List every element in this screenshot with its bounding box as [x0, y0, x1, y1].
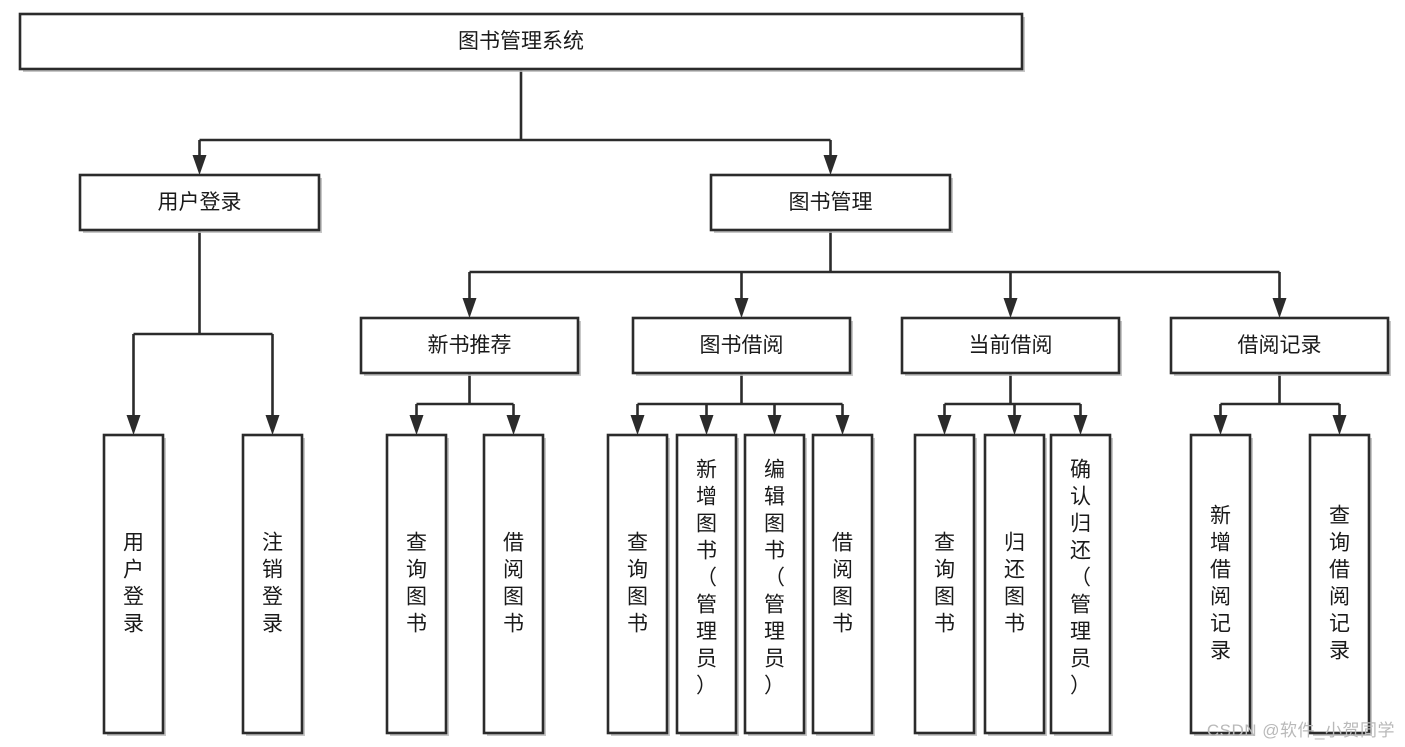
- arrow-head: [409, 415, 424, 435]
- node-leaf-query-book-current[interactable]: 查询图书: [913, 433, 977, 736]
- arrow-head: [192, 155, 207, 175]
- node-leaf-query-book-rec[interactable]: 查询图书: [385, 433, 449, 736]
- node-box[interactable]: [78, 173, 321, 232]
- node-box[interactable]: [743, 433, 806, 735]
- node-box[interactable]: [1308, 433, 1371, 735]
- node-book-manage[interactable]: 图书管理: [709, 173, 953, 233]
- node-leaf-user-login[interactable]: 用户登录: [102, 433, 166, 736]
- arrow-head: [1332, 415, 1347, 435]
- node-leaf-query-book-borrow[interactable]: 查询图书: [606, 433, 670, 736]
- node-box[interactable]: [1189, 433, 1252, 735]
- node-label: 图书管理: [789, 191, 873, 214]
- node-label: 当前借阅: [969, 334, 1053, 357]
- node-leaf-borrow-book-rec[interactable]: 借阅图书: [482, 433, 546, 736]
- node-label: 查询图书: [627, 531, 648, 635]
- node-root[interactable]: 图书管理系统: [18, 12, 1025, 72]
- node-label: 借阅图书: [832, 531, 853, 635]
- node-leaf-confirm-return[interactable]: 确认归还（管理员）: [1049, 433, 1113, 736]
- node-label: 确认归还（管理员）: [1070, 458, 1091, 697]
- node-label: 图书借阅: [700, 334, 784, 357]
- arrow-head: [937, 415, 952, 435]
- node-box[interactable]: [811, 433, 874, 735]
- node-label: 查询借阅记录: [1329, 504, 1350, 662]
- node-box[interactable]: [241, 433, 304, 735]
- node-box[interactable]: [482, 433, 545, 735]
- arrow-head: [506, 415, 521, 435]
- connector-book-manage-to-level3: [462, 230, 1287, 318]
- node-leaf-logout[interactable]: 注销登录: [241, 433, 305, 736]
- node-box[interactable]: [18, 12, 1024, 71]
- arrow-head: [767, 415, 782, 435]
- arrow-head: [1007, 415, 1022, 435]
- node-current-borrow[interactable]: 当前借阅: [900, 316, 1122, 376]
- node-label: 借阅记录: [1238, 334, 1322, 357]
- node-box[interactable]: [900, 316, 1121, 375]
- node-box[interactable]: [631, 316, 852, 375]
- node-label: 借阅图书: [503, 531, 524, 635]
- node-box[interactable]: [359, 316, 580, 375]
- arrow-head: [1073, 415, 1088, 435]
- connector-book-borrow-to-leaves: [630, 373, 850, 435]
- node-new-book-recommend[interactable]: 新书推荐: [359, 316, 581, 376]
- node-label: 新书推荐: [428, 334, 512, 357]
- node-box[interactable]: [606, 433, 669, 735]
- node-box[interactable]: [675, 433, 738, 735]
- node-user-login[interactable]: 用户登录: [78, 173, 322, 233]
- node-label: 查询图书: [406, 531, 427, 635]
- node-label: 用户登录: [123, 531, 144, 635]
- node-leaf-add-borrow-record[interactable]: 新增借阅记录: [1189, 433, 1253, 736]
- arrow-head: [126, 415, 141, 435]
- node-leaf-edit-book[interactable]: 编辑图书（管理员）: [743, 433, 807, 736]
- node-box[interactable]: [1169, 316, 1390, 375]
- connector-user-login-to-leaves: [126, 230, 280, 435]
- node-box[interactable]: [385, 433, 448, 735]
- node-label: 注销登录: [262, 531, 283, 635]
- nodes-layer: 图书管理系统用户登录图书管理新书推荐图书借阅当前借阅借阅记录用户登录注销登录查询…: [18, 12, 1391, 736]
- arrow-head: [699, 415, 714, 435]
- node-label: 查询图书: [934, 531, 955, 635]
- arrow-head: [734, 298, 749, 318]
- node-leaf-borrow-book[interactable]: 借阅图书: [811, 433, 875, 736]
- arrow-head: [265, 415, 280, 435]
- node-book-borrow[interactable]: 图书借阅: [631, 316, 853, 376]
- arrow-head: [462, 298, 477, 318]
- node-leaf-add-book[interactable]: 新增图书（管理员）: [675, 433, 739, 736]
- node-leaf-query-borrow-record[interactable]: 查询借阅记录: [1308, 433, 1372, 736]
- node-label: 图书管理系统: [458, 30, 584, 53]
- arrow-head: [823, 155, 838, 175]
- node-box[interactable]: [709, 173, 952, 232]
- connectors-layer: [126, 69, 1347, 435]
- node-box[interactable]: [913, 433, 976, 735]
- connector-root-to-level2: [192, 69, 838, 175]
- node-label: 归还图书: [1004, 531, 1025, 635]
- node-label: 编辑图书（管理员）: [764, 458, 785, 697]
- node-label: 用户登录: [158, 191, 242, 214]
- arrow-head: [1003, 298, 1018, 318]
- node-box[interactable]: [983, 433, 1046, 735]
- arrow-head: [835, 415, 850, 435]
- node-borrow-record[interactable]: 借阅记录: [1169, 316, 1391, 376]
- node-box[interactable]: [102, 433, 165, 735]
- connector-new-book-recommend-to-leaves: [409, 373, 521, 435]
- connector-current-borrow-to-leaves: [937, 373, 1088, 435]
- node-label: 新增借阅记录: [1210, 504, 1231, 662]
- arrow-head: [1272, 298, 1287, 318]
- arrow-head: [1213, 415, 1228, 435]
- node-leaf-return-book[interactable]: 归还图书: [983, 433, 1047, 736]
- node-box[interactable]: [1049, 433, 1112, 735]
- arrow-head: [630, 415, 645, 435]
- connector-borrow-record-to-leaves: [1213, 373, 1347, 435]
- node-label: 新增图书（管理员）: [696, 458, 717, 697]
